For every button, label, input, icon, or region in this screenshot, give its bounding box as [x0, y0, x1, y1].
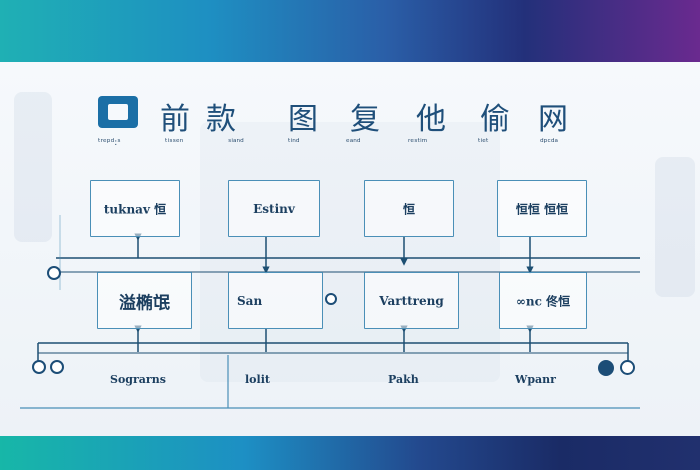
subtitle-word: ᵗⁱᵉᵗ: [478, 138, 489, 148]
bottom-label: Pakh: [388, 373, 419, 386]
connector-node: [598, 360, 614, 376]
title-row: 前 款 图 复 他 偷 网: [98, 94, 588, 137]
top-gradient-band: [0, 0, 700, 62]
title-word: 前: [160, 102, 192, 137]
process-box-middle-2: San: [228, 272, 323, 329]
title-word: 偷: [480, 102, 512, 137]
process-box-top-1: tuknav 恒: [90, 180, 180, 237]
process-box-middle-1: 溢椭氓: [97, 272, 192, 329]
background-decoration-left: [14, 92, 52, 242]
box-label: 恒: [402, 202, 415, 216]
process-box-top-4: 恒恒 恒恒: [497, 180, 587, 237]
subtitle-word: ᵉᵃⁿᵈ: [346, 138, 361, 148]
box-label: Estinv: [253, 201, 295, 216]
connector-node: [50, 360, 64, 374]
bottom-gradient-band: [0, 436, 700, 470]
subtitle-word: ʳᵉˢᵗⁱᵐ: [408, 138, 428, 148]
connector-node: [47, 266, 61, 280]
bottom-label: lolit: [245, 373, 270, 386]
connector-node: [620, 360, 635, 375]
connector-node: [325, 293, 337, 305]
box-label: Varttreng: [379, 293, 444, 308]
subtitle-word: ᵗⁱⁿᵈ: [288, 138, 300, 148]
bottom-label: Wpanr: [515, 373, 556, 386]
bottom-label: Sograrns: [110, 373, 166, 386]
subtitle-word: ᵈᵖᶜᵈᵃ: [540, 138, 559, 148]
title-word: 他: [416, 102, 448, 137]
background-decoration-center: [200, 122, 500, 382]
logo-icon: [98, 96, 138, 128]
box-label: tuknav 恒: [103, 202, 167, 216]
box-label: ∞nc 佟恒: [515, 294, 571, 308]
process-box-middle-4: ∞nc 佟恒: [499, 272, 587, 329]
box-label: 恒恒 恒恒: [515, 202, 569, 216]
process-box-top-2: Estinv: [228, 180, 320, 237]
background-decoration-right: [655, 157, 695, 297]
subtitle-word: ᵗʳᵉᵖᵈ:ˢ: [98, 138, 121, 148]
subtitle-word: ˢⁱᵃⁿᵈ: [228, 138, 244, 148]
process-box-top-3: 恒: [364, 180, 454, 237]
subtitle-word: ᵗⁱˢˢᵉⁿ: [165, 138, 184, 148]
box-label: 溢椭氓: [119, 293, 170, 313]
box-label: San: [237, 293, 263, 308]
connector-node: [32, 360, 46, 374]
title-word: 复: [350, 102, 382, 137]
title-word: 款: [206, 102, 238, 137]
process-box-middle-3: Varttreng: [364, 272, 459, 329]
title-word: 图: [288, 102, 320, 137]
title-word: 网: [538, 102, 570, 137]
